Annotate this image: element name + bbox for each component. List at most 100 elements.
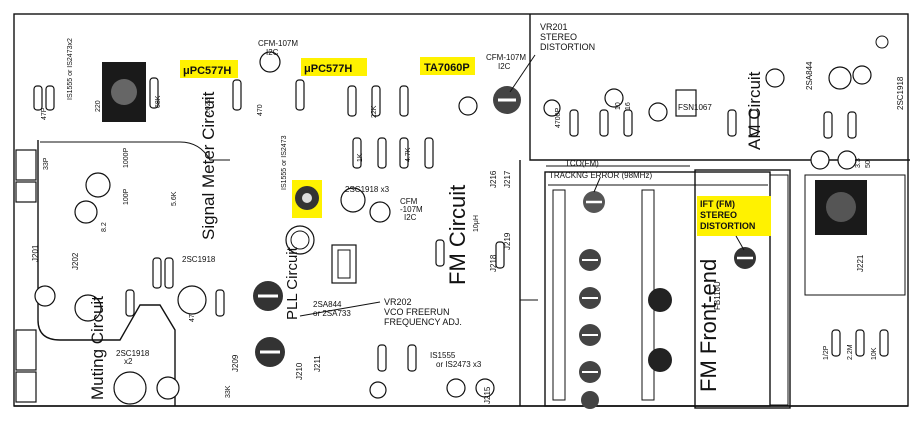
ift-line2: STEREO	[700, 210, 737, 220]
value-label: 2.2M	[847, 344, 854, 360]
tco-label: TCO(FM)	[565, 159, 599, 168]
j-label: J221	[856, 254, 865, 272]
value-label: 47	[189, 314, 196, 322]
cfm-mid-sub2: I2C	[404, 213, 417, 222]
ift-highlight	[697, 196, 771, 236]
j-label: J211	[313, 355, 322, 372]
fsn-label: FSN1067	[678, 103, 712, 112]
j-label: J215	[483, 386, 492, 404]
fsn-filter	[675, 89, 697, 117]
transistors-mid-label: 2SC1918 x3	[345, 185, 390, 194]
ift-line3: DISTORTION	[700, 221, 755, 231]
diodes-bottom-label: IS1555	[430, 351, 456, 360]
cfm-right-sub: I2C	[498, 62, 511, 71]
value-label: 47P	[41, 107, 48, 120]
vr202-label: VR202	[384, 297, 412, 307]
upper-ground-trace	[40, 141, 230, 161]
tr-right-label: 2SC1918	[896, 76, 905, 110]
cfm-right-label: CFM-107M	[486, 53, 526, 62]
j-label: J219	[503, 232, 512, 250]
diodes-bottom-sub: or IS2473 x3	[436, 360, 482, 369]
vr201-label: VR201	[540, 22, 568, 32]
trimmer-bottom	[255, 337, 285, 367]
tco-leader	[593, 177, 601, 193]
diode-mid-label: IS1555 or IS2473	[281, 135, 288, 190]
sa844-right-label: 2SA844	[805, 61, 814, 90]
value-label: 8.2	[101, 222, 108, 232]
connector-left-top	[15, 149, 37, 203]
chip-highlight-2	[301, 58, 367, 76]
tco-fm-screw	[583, 191, 605, 213]
mounting-hole	[875, 35, 889, 49]
value-label: 100P	[123, 188, 130, 205]
vr201-line2: STEREO	[540, 32, 577, 42]
value-label: 1000P	[123, 147, 130, 168]
j-label: J216	[489, 170, 498, 188]
value-label: 50	[865, 160, 872, 168]
connector-left-bottom	[15, 329, 37, 403]
sa844-label: 2SA844	[313, 300, 342, 309]
value-label: 1K	[357, 153, 364, 162]
value-label: 1/2P	[823, 345, 830, 360]
j-label: J218	[489, 254, 498, 272]
vr202-leader	[299, 301, 381, 317]
value-label: 4.7K	[405, 147, 412, 162]
chip-label-upc577h-right: μPC577H	[304, 63, 352, 75]
connector-center	[331, 244, 357, 284]
ift-fm-screw	[734, 247, 756, 269]
am-circuit-label: AM Circuit	[745, 71, 764, 150]
j-label: J217	[503, 170, 512, 188]
fm-frontend-model: FB118U	[713, 281, 722, 310]
diodes-top-label: IS1555 or IS2473x2	[67, 38, 74, 100]
ift-leader	[735, 235, 745, 251]
value-label: 33K	[225, 385, 232, 398]
value-label: 5.6K	[171, 191, 178, 206]
chip-label-upc577h-left: μPC577H	[183, 65, 231, 77]
cfm-top-sub: I2C	[266, 48, 279, 57]
transistors-bottom-sub: x2	[124, 357, 133, 366]
fm-frontend-label: FM Front-end	[696, 259, 721, 392]
ift-box	[694, 169, 791, 409]
trimmer-pot-left-knob	[111, 79, 137, 105]
pll-circuit-label: PLL Circuit	[284, 246, 301, 320]
vr202-trimmer	[253, 281, 283, 311]
j-label: J202	[71, 252, 80, 270]
value-label: 33P	[43, 157, 50, 170]
frontend-screws	[579, 249, 672, 409]
left-ground-trace	[37, 140, 176, 406]
value-label: 68K	[155, 95, 162, 108]
ift-label: IFT (FM)	[700, 199, 735, 209]
fm-frontend-strip-left	[552, 189, 566, 401]
chip-label-ta7060p: TA7060P	[424, 62, 470, 74]
capacitors	[34, 51, 872, 405]
chip-highlight-1	[180, 60, 238, 78]
value-label: 3.3	[855, 158, 862, 168]
chip-highlight-3	[420, 57, 475, 75]
fm-frontend-shield	[769, 174, 789, 406]
vr201-trimmer	[493, 86, 521, 114]
coil-am-knob	[826, 192, 856, 222]
tracking-label: TRACKNG ERROR (98MHz)	[549, 171, 652, 180]
cfm-mid-sub: -107M	[400, 205, 423, 214]
vr202-line3: FREQUENCY ADJ.	[384, 317, 462, 327]
value-label: 16	[625, 102, 632, 110]
transistor-left-label: 2SC1918	[182, 255, 216, 264]
vr202-line2: VCO FREERUN	[384, 307, 450, 317]
vr201-leader	[509, 54, 536, 93]
value-label: 10	[615, 102, 622, 110]
j-label: J209	[231, 354, 240, 372]
vr201-line3: DISTORTION	[540, 42, 595, 52]
muting-circuit-label: Muting Circuit	[88, 296, 107, 400]
j-label: J210	[295, 362, 304, 380]
value-label: 10K	[871, 347, 878, 360]
value-label: 220	[95, 100, 102, 112]
value-label: 470	[257, 104, 264, 116]
sa733-label: or 2SA733	[313, 309, 351, 318]
resistors	[33, 77, 889, 372]
value-label: 0.022	[205, 98, 212, 116]
cfm-mid-label: CFM	[400, 197, 418, 206]
highlighted-trimmer	[292, 180, 322, 218]
am-block-outline	[804, 174, 906, 296]
fm-circuit-label: FM Circuit	[445, 185, 470, 285]
